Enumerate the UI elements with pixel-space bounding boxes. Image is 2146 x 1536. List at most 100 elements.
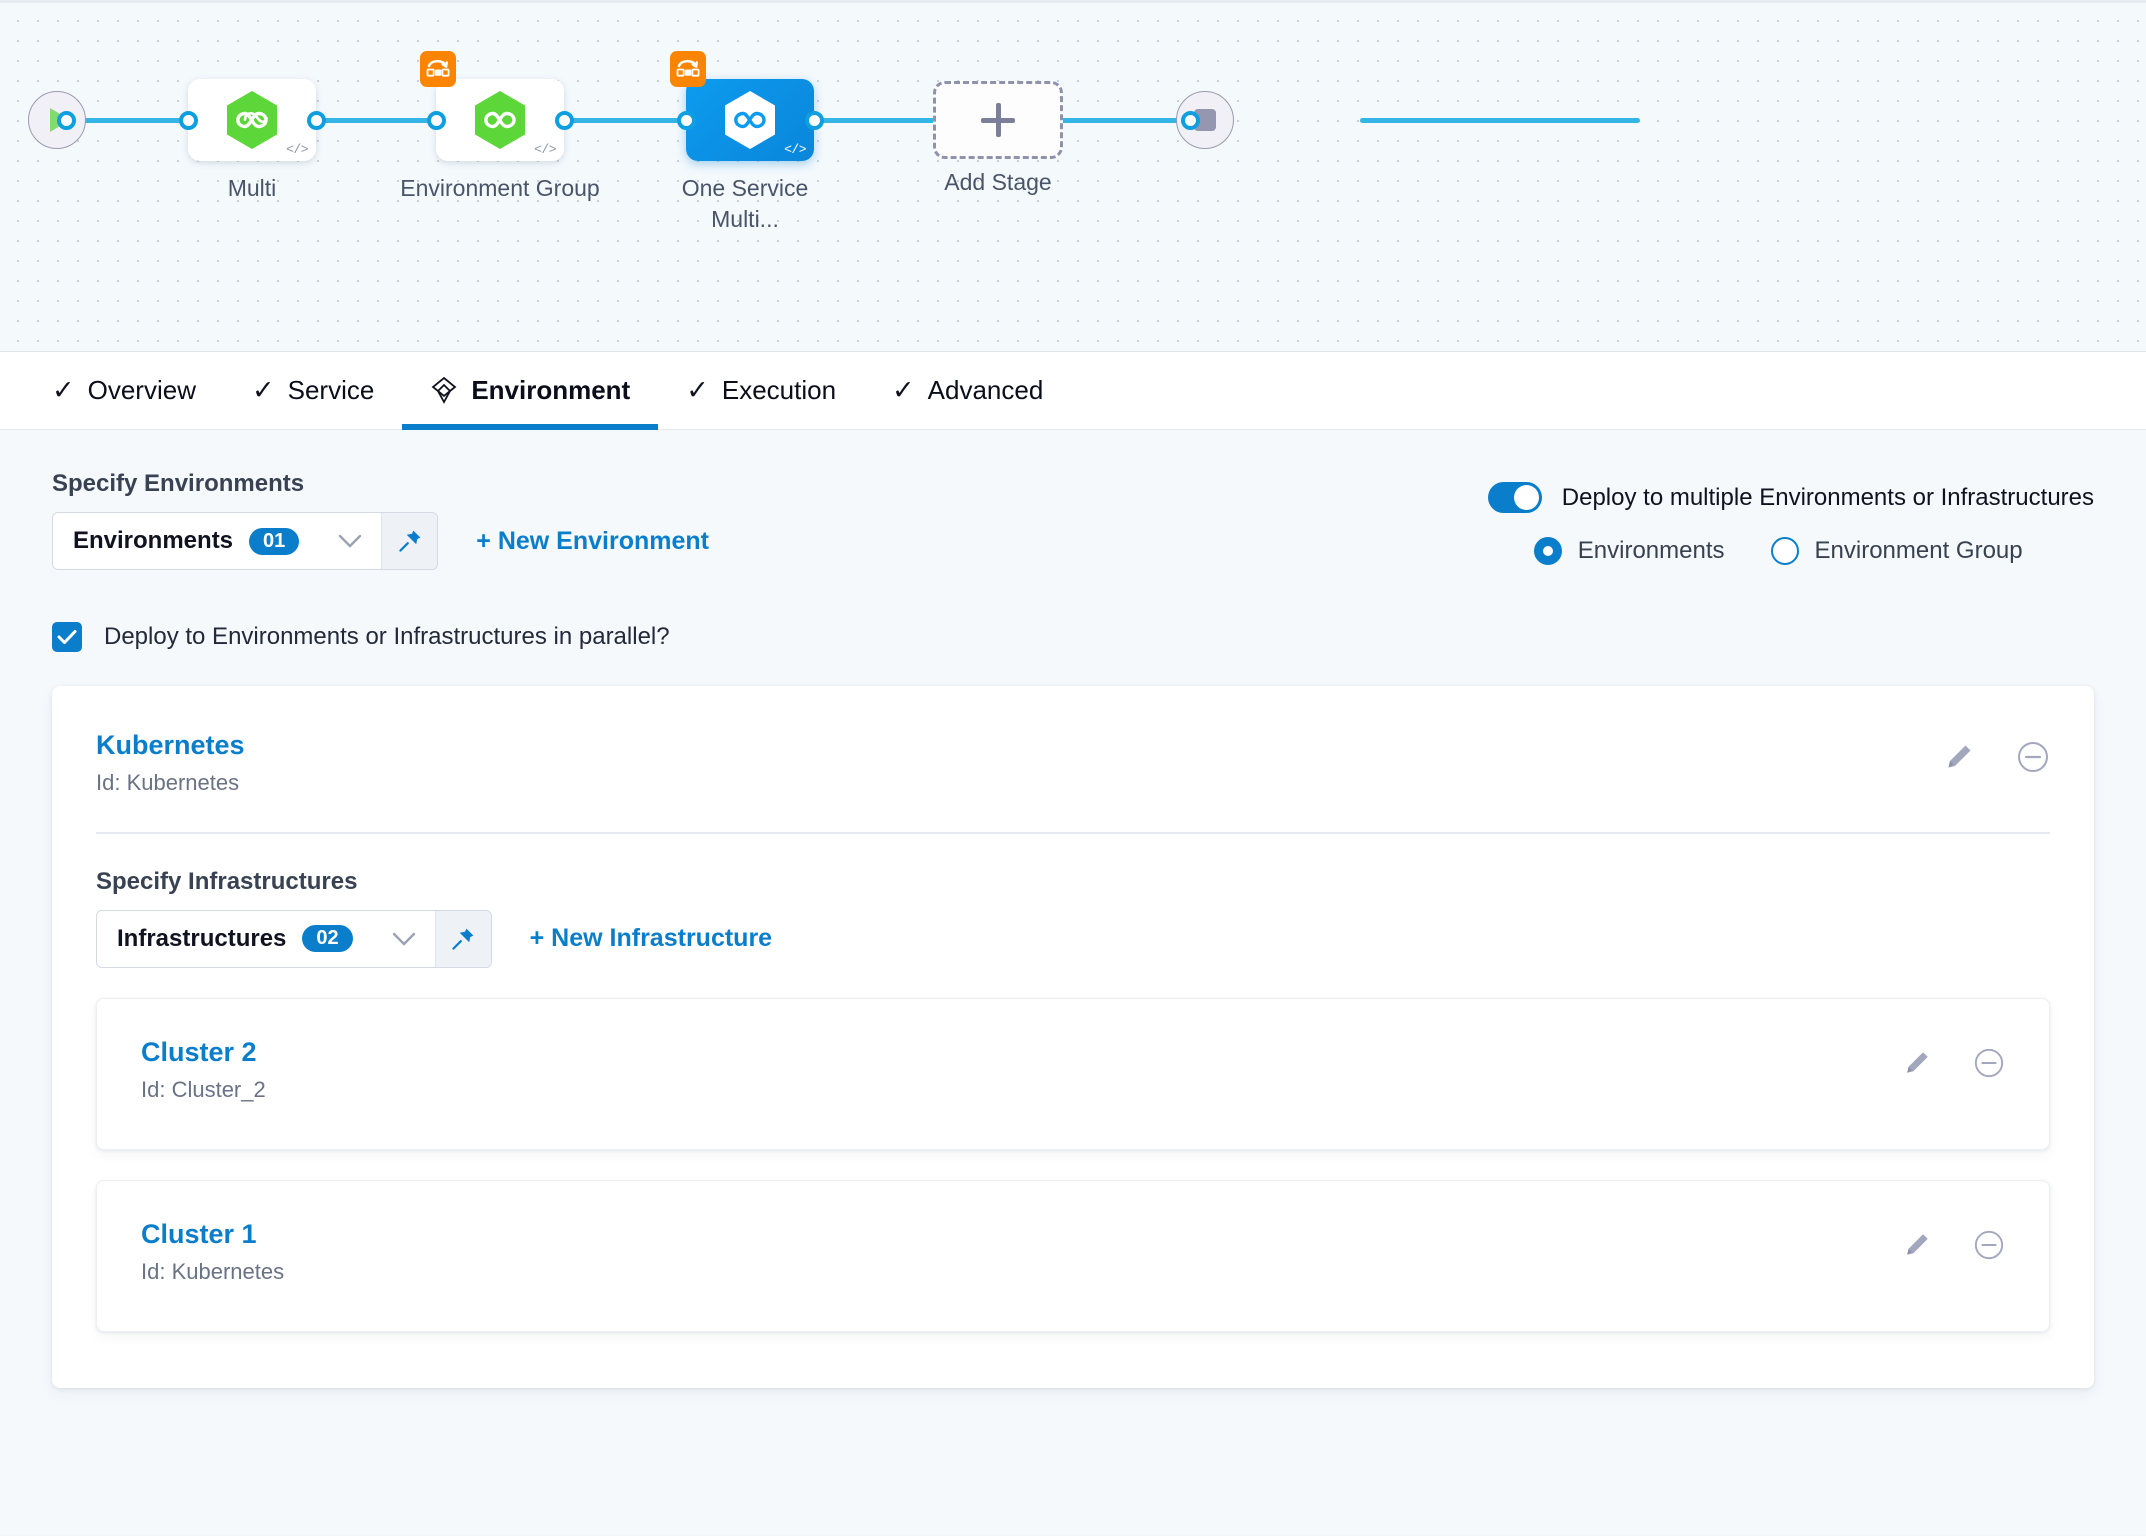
multi-deploy-toggle-label: Deploy to multiple Environments or Infra…	[1561, 483, 2094, 511]
check-icon	[57, 630, 77, 644]
tab-execution[interactable]: ✓ Execution	[658, 352, 864, 429]
infrastructure-card-actions	[1903, 1037, 2005, 1079]
minus-circle-icon	[2018, 742, 2048, 772]
infrastructures-count-badge: 02	[302, 925, 353, 952]
specify-environments-block: Specify Environments Environments 01	[52, 470, 709, 570]
parallel-deploy-label: Deploy to Environments or Infrastructure…	[104, 623, 670, 650]
environment-name-link[interactable]: Kubernetes	[96, 730, 245, 760]
environments-select-value[interactable]: Environments 01	[53, 513, 382, 569]
edit-environment-button[interactable]	[1944, 742, 1974, 772]
port-multi-in[interactable]	[179, 111, 198, 130]
check-icon: ✓	[52, 375, 75, 405]
stage-node-environment-group[interactable]: </>	[420, 51, 564, 161]
stage-config-tabbar: ✓ Overview ✓ Service Environment ✓ Execu…	[0, 352, 2146, 430]
parallel-deploy-row[interactable]: Deploy to Environments or Infrastructure…	[52, 622, 2094, 652]
environment-card-kubernetes: Kubernetes Id: Kubernetes	[52, 686, 2094, 1388]
chevron-down-icon	[315, 533, 363, 549]
environment-tab-panel: Specify Environments Environments 01	[0, 430, 2146, 1535]
port-envgroup-in[interactable]	[427, 111, 446, 130]
environments-select-text: Environments	[73, 527, 234, 554]
port-start[interactable]	[57, 111, 76, 130]
infrastructure-card: Cluster 1 Id: Kubernetes	[96, 1179, 2050, 1332]
port-envgroup-out[interactable]	[555, 111, 574, 130]
stage-label-environment-group: Environment Group	[400, 175, 600, 201]
tab-label: Service	[287, 375, 375, 405]
infrastructure-card-actions	[1903, 1219, 2005, 1261]
plus-icon	[995, 103, 1001, 137]
port-oneservice-in[interactable]	[677, 111, 696, 130]
card-divider	[96, 832, 2050, 834]
infrastructures-select-value[interactable]: Infrastructures 02	[97, 910, 435, 967]
stage-node-multi[interactable]: </>	[188, 79, 316, 161]
port-multi-out[interactable]	[307, 111, 326, 130]
pin-icon	[452, 928, 474, 950]
matrix-strategy-icon	[420, 51, 456, 87]
environment-identity: Kubernetes Id: Kubernetes	[96, 730, 245, 796]
remove-infrastructure-button[interactable]	[1973, 1229, 2005, 1261]
edit-infrastructure-button[interactable]	[1903, 1231, 1931, 1259]
pin-environments-button[interactable]	[381, 513, 438, 569]
infrastructure-name-link[interactable]: Cluster 1	[141, 1218, 257, 1249]
parallel-deploy-checkbox[interactable]	[52, 622, 82, 652]
remove-environment-button[interactable]	[2016, 740, 2050, 774]
layers-icon	[430, 376, 458, 406]
radio-environments[interactable]: Environments	[1533, 537, 1725, 565]
multi-deploy-toggle-row: Deploy to multiple Environments or Infra…	[1487, 482, 2094, 513]
stage-label-one-service-multi: One Service Multi...	[681, 175, 809, 233]
environment-card-actions	[1944, 730, 2050, 774]
new-infrastructure-link[interactable]: + New Infrastructure	[529, 924, 773, 952]
environments-top-row: Specify Environments Environments 01	[52, 470, 2094, 570]
harness-service-hexagon-icon	[475, 91, 525, 149]
stage-label-multi: Multi	[227, 175, 277, 201]
infrastructures-select-text: Infrastructures	[117, 924, 287, 952]
new-environment-link[interactable]: + New Environment	[476, 526, 709, 555]
harness-service-hexagon-icon	[725, 91, 775, 149]
multi-deploy-toggle[interactable]	[1487, 482, 1542, 513]
port-oneservice-out[interactable]	[805, 111, 824, 130]
radio-environment-group-label: Environment Group	[1814, 537, 2023, 564]
pencil-icon	[1948, 745, 1971, 768]
add-stage-label: Add Stage	[944, 169, 1052, 195]
tab-label: Execution	[721, 375, 837, 405]
infrastructure-id-text: Id: Kubernetes	[141, 1258, 285, 1284]
environments-select-row: Environments 01 + New Environment	[52, 512, 709, 570]
tab-overview[interactable]: ✓ Overview	[24, 352, 224, 429]
infrastructures-select-row: Infrastructures 02 + New Infrastructure	[96, 909, 2050, 968]
specify-infrastructures-block: Specify Infrastructures Infrastructures …	[96, 868, 2050, 968]
tab-advanced[interactable]: ✓ Advanced	[864, 352, 1071, 429]
toggle-knob	[1513, 485, 1539, 510]
stage-node-one-service-multi[interactable]: </>	[670, 51, 814, 161]
tab-environment[interactable]: Environment	[402, 352, 659, 430]
infrastructure-name-link[interactable]: Cluster 2	[141, 1036, 257, 1067]
radio-environment-group[interactable]: Environment Group	[1770, 537, 2023, 565]
stage-code-tag: </>	[534, 142, 556, 157]
stage-code-tag: </>	[286, 142, 308, 157]
pencil-icon	[1907, 1233, 1928, 1255]
remove-infrastructure-button[interactable]	[1973, 1047, 2005, 1079]
infrastructure-identity: Cluster 1 Id: Kubernetes	[141, 1219, 284, 1285]
specify-infrastructures-label: Specify Infrastructures	[96, 867, 358, 895]
environments-dropdown[interactable]: Environments 01	[52, 512, 439, 570]
chevron-down-icon	[369, 931, 417, 947]
minus-circle-icon	[1974, 1048, 2004, 1077]
pipeline-rail	[1360, 118, 1640, 123]
tab-label: Overview	[87, 375, 196, 405]
deploy-options-block: Deploy to multiple Environments or Infra…	[1487, 470, 2094, 565]
infrastructure-list: Cluster 2 Id: Cluster_2	[96, 997, 2050, 1332]
pipeline-canvas[interactable]: </> Multi </> Environment Group	[0, 0, 2146, 352]
pin-infrastructures-button[interactable]	[434, 910, 491, 967]
tab-label: Advanced	[927, 375, 1044, 405]
pipeline-rail	[78, 118, 1220, 123]
tab-service[interactable]: ✓ Service	[224, 352, 402, 429]
infrastructure-card: Cluster 2 Id: Cluster_2	[96, 997, 2050, 1150]
infrastructures-dropdown[interactable]: Infrastructures 02	[96, 909, 492, 968]
edit-infrastructure-button[interactable]	[1903, 1049, 1931, 1077]
pencil-icon	[1907, 1051, 1928, 1073]
stage-code-tag: </>	[784, 142, 806, 157]
specify-environments-label: Specify Environments	[52, 470, 305, 497]
add-stage-button[interactable]	[933, 81, 1063, 159]
port-end[interactable]	[1181, 111, 1200, 130]
matrix-strategy-icon	[670, 51, 706, 87]
radio-selected-icon	[1533, 537, 1562, 565]
radio-unselected-icon	[1770, 537, 1799, 565]
